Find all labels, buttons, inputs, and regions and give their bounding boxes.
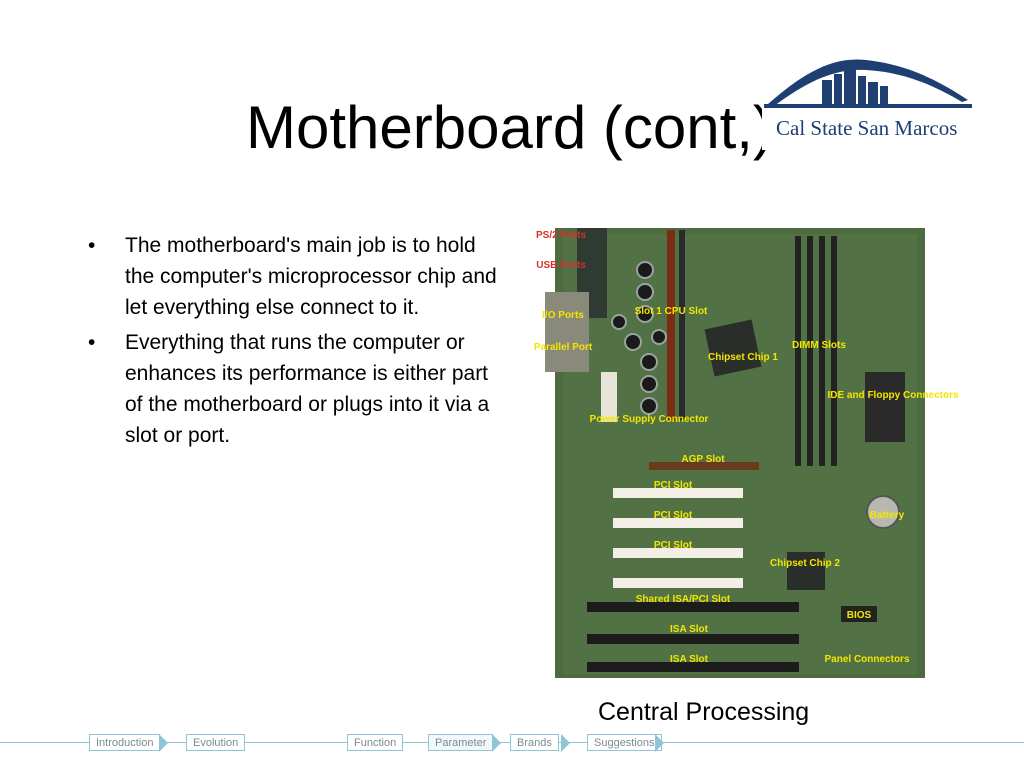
label-bios: BIOS [847,610,872,621]
chevron-right-icon [492,734,501,752]
label-parallel: Parallel Port [534,342,593,353]
label-ps2: PS/2 Ports [536,230,586,241]
label-slot1: Slot 1 CPU Slot [635,306,708,317]
motherboard-image: PS/2 Ports USB Ports I/O Ports Parallel … [534,222,959,684]
label-ide: IDE and Floppy Connectors [827,390,959,401]
label-pci-2: PCI Slot [654,510,693,521]
label-usb: USB Ports [536,260,586,271]
label-chipset1: Chipset Chip 1 [708,352,778,363]
nav-function[interactable]: Function [347,734,404,751]
label-panel: Panel Connectors [824,654,909,665]
label-chipset2: Chipset Chip 2 [770,558,840,569]
label-power: Power Supply Connector [590,414,709,425]
chevron-right-icon [655,734,664,752]
nav-introduction[interactable]: Introduction [89,734,161,751]
label-isa-2: ISA Slot [670,654,709,665]
label-agp: AGP Slot [681,454,725,465]
nav-suggestions[interactable]: Suggestions [587,734,662,751]
label-pci-1: PCI Slot [654,480,693,491]
label-pci-3: PCI Slot [654,540,693,551]
label-io: I/O Ports [542,310,584,321]
cal-state-san-marcos-logo: Cal State San Marcos [762,54,974,150]
nav-brands[interactable]: Brands [510,734,559,751]
label-isa-1: ISA Slot [670,624,709,635]
nav-evolution[interactable]: Evolution [186,734,246,751]
bullet-item: Everything that runs the computer or enh… [88,327,498,451]
logo-text: Cal State San Marcos [776,116,958,140]
image-caption: Central Processing [598,698,810,726]
label-shared: Shared ISA/PCI Slot [636,594,731,605]
label-dimm: DIMM Slots [792,340,846,351]
chevron-right-icon [159,734,168,752]
label-battery: Battery [870,510,905,521]
slide-title: Motherboard (cont,) [246,94,773,161]
nav-parameter[interactable]: Parameter [428,734,494,751]
bullet-item: The motherboard's main job is to hold th… [88,230,498,323]
bullet-list: The motherboard's main job is to hold th… [88,230,498,455]
logo-hills-icon [764,59,972,108]
chevron-right-icon [561,734,570,752]
